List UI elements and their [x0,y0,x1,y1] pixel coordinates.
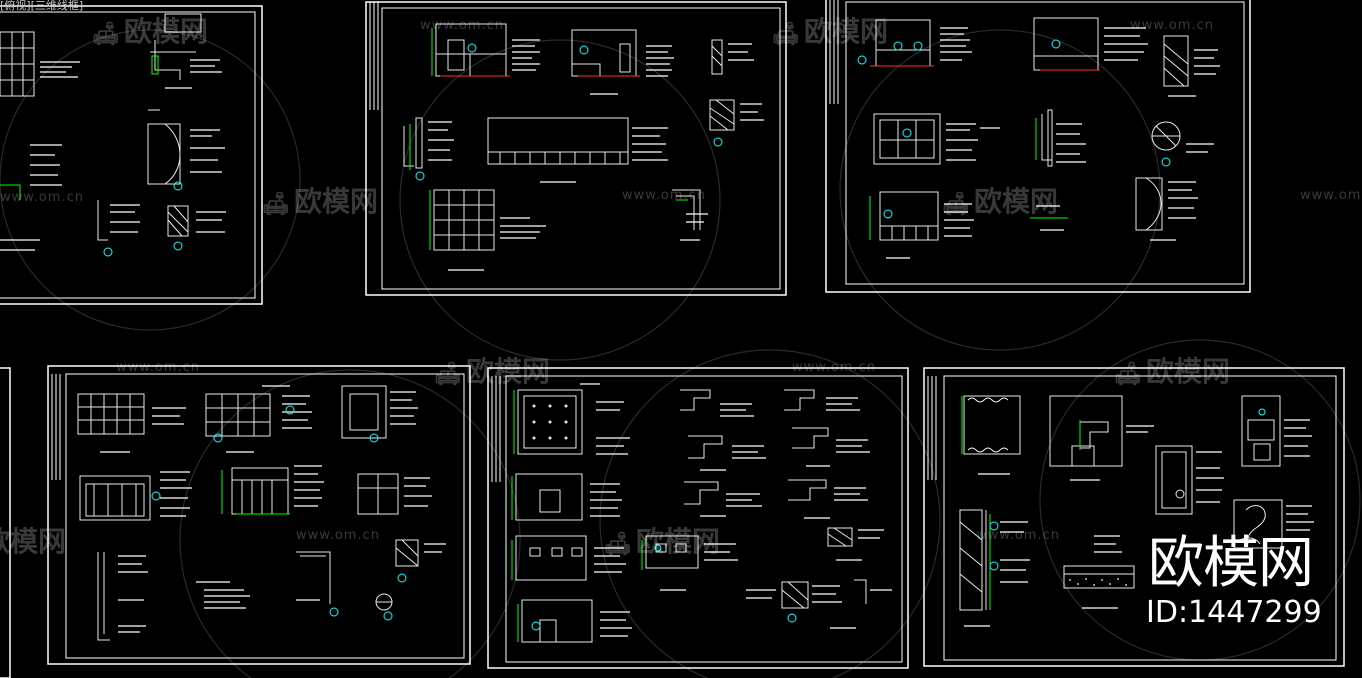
watermark-id: ID:1447299 [1146,595,1322,630]
sheet-6 [923,367,1345,667]
sheet-2 [365,1,787,296]
sheet-3 [825,0,1251,293]
sheet-edge [0,367,11,678]
watermark-brand-large: 欧模网 [1148,531,1314,596]
sheet-4 [47,365,471,665]
sheet-5 [487,367,909,669]
viewport-label: [俯视][三维线框] [0,0,84,12]
watermark-circles [0,29,1361,678]
sheet-1 [0,5,263,305]
